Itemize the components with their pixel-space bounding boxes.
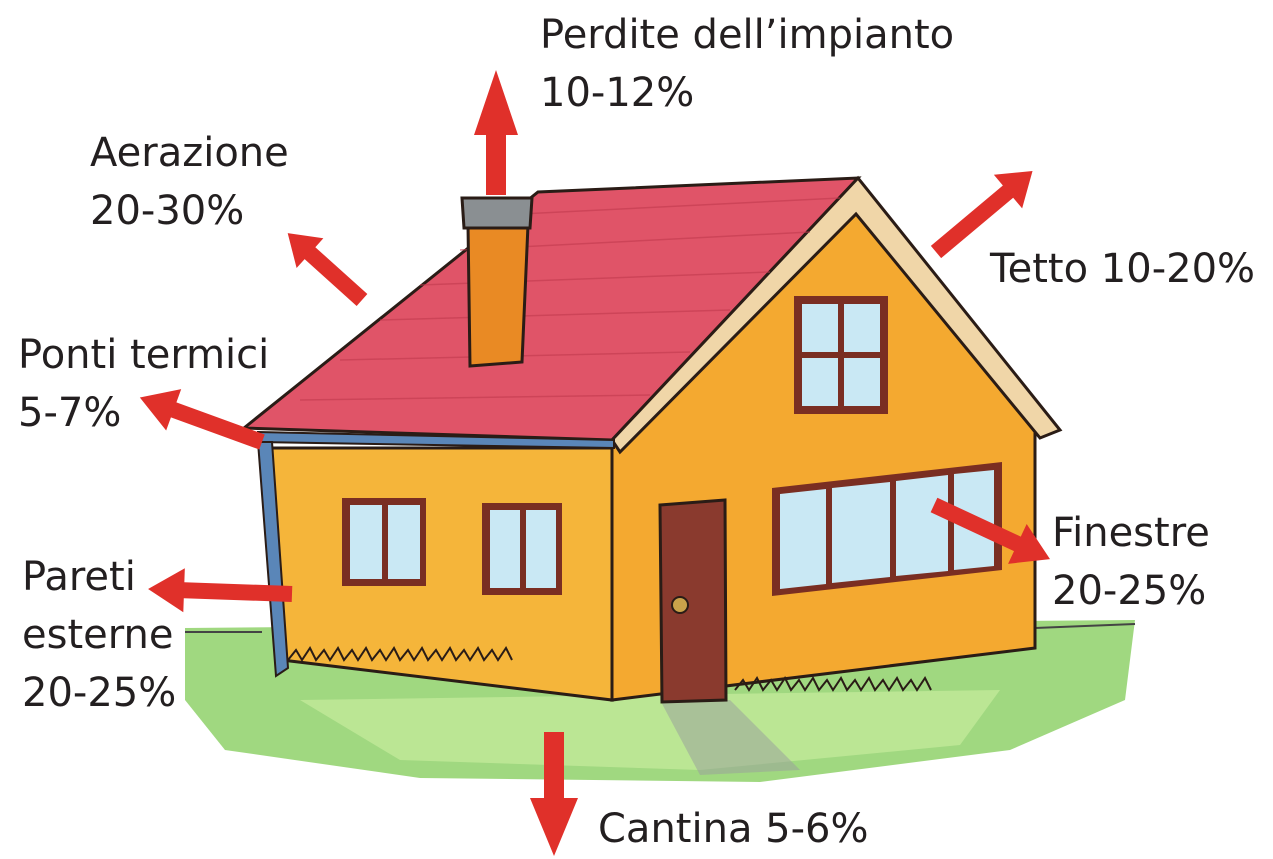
label-ponti: Ponti termici 5-7% <box>18 326 269 442</box>
gable-window <box>794 296 888 414</box>
label-impianto-name: Perdite dell’impianto <box>540 12 955 58</box>
label-aerazione-value: 20-30% <box>90 188 245 234</box>
label-finestre: Finestre 20-25% <box>1052 504 1210 620</box>
front-window-left <box>342 498 426 586</box>
label-finestre-value: 20-25% <box>1052 568 1207 614</box>
label-ponti-name: Ponti termici <box>18 332 270 378</box>
door <box>658 498 728 704</box>
label-cantina-text: Cantina 5-6% <box>598 806 869 852</box>
label-pareti-line1: Pareti <box>22 554 136 600</box>
label-pareti-value: 20-25% <box>22 670 177 716</box>
grass-tufts-right <box>734 676 932 692</box>
grass-tufts <box>287 646 513 662</box>
path-stones <box>660 700 800 775</box>
arrow-cantina <box>530 732 578 856</box>
grass-light <box>300 690 1000 770</box>
chimney <box>466 223 530 368</box>
arrow-pareti <box>148 568 293 613</box>
heat-loss-arrows <box>139 70 1051 856</box>
roof-trim <box>610 175 1063 455</box>
arrow-ponti <box>139 389 265 450</box>
label-cantina: Cantina 5-6% <box>598 800 869 858</box>
arrow-finestre <box>930 497 1051 564</box>
label-pareti: Pareti esterne 20-25% <box>22 548 176 722</box>
label-pareti-line2: esterne <box>22 612 174 658</box>
label-aerazione: Aerazione 20-30% <box>90 124 289 240</box>
label-tetto-text: Tetto 10-20% <box>990 246 1256 292</box>
label-finestre-name: Finestre <box>1052 510 1210 556</box>
arrow-tetto <box>930 171 1033 259</box>
label-ponti-value: 5-7% <box>18 390 122 436</box>
label-aerazione-name: Aerazione <box>90 130 289 176</box>
large-window <box>772 462 1002 596</box>
label-impianto: Perdite dell’impianto 10-12% <box>540 6 954 122</box>
ground-line-right <box>1034 623 1136 629</box>
arrow-aerazione <box>287 233 368 306</box>
arrow-impianto <box>474 70 518 195</box>
label-tetto: Tetto 10-20% <box>990 240 1255 298</box>
front-window-right <box>482 503 562 595</box>
chimney-cap <box>460 196 534 230</box>
label-impianto-value: 10-12% <box>540 70 695 116</box>
